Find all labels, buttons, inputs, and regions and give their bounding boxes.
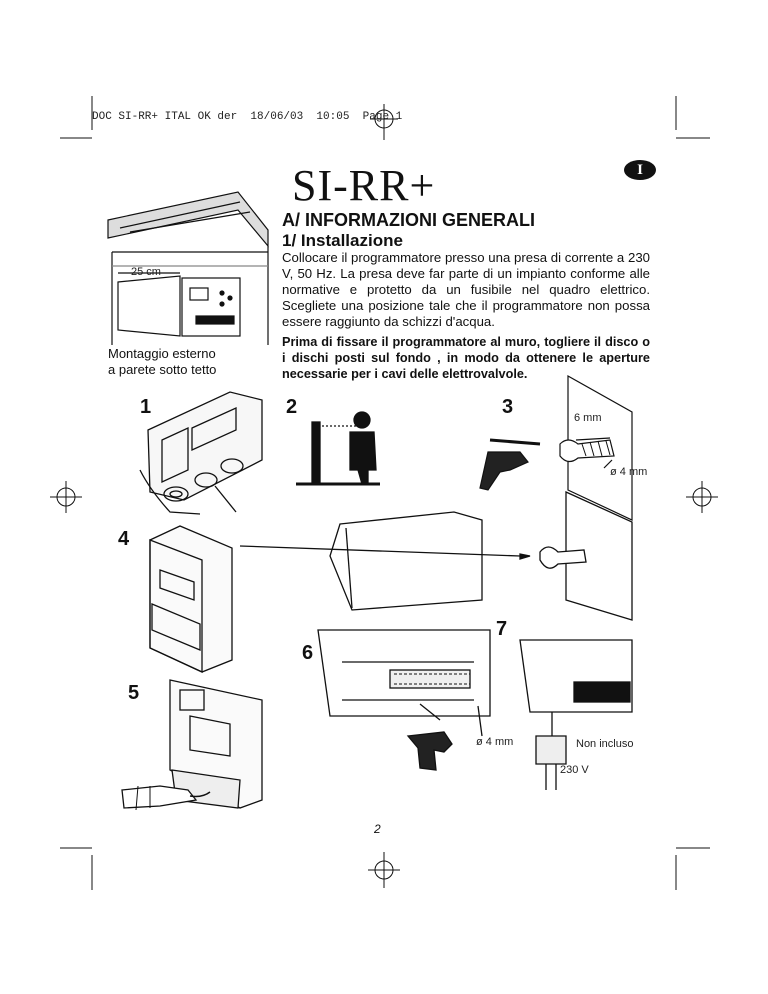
step-number-7: 7 bbox=[496, 618, 508, 640]
screw-gap-label: 6 mm bbox=[574, 412, 602, 424]
step-6-figure bbox=[317, 629, 491, 771]
step-number-3: 3 bbox=[502, 396, 514, 418]
page-number: 2 bbox=[374, 822, 381, 836]
crop-marks bbox=[60, 96, 710, 890]
width-label: 25 cm bbox=[131, 266, 161, 278]
wall-caption-line-1: Montaggio esterno bbox=[108, 346, 216, 361]
registration-mark-top bbox=[370, 104, 398, 140]
step-7-figure bbox=[519, 639, 633, 790]
wall-caption: Montaggio esterno a parete sotto tetto bbox=[108, 346, 216, 378]
step-2-figure bbox=[296, 411, 380, 486]
drill-size-label-step-3: ø 4 mm bbox=[610, 466, 648, 478]
installation-paragraph: Collocare il programmatore presso una pr… bbox=[282, 250, 650, 329]
step-number-1: 1 bbox=[140, 396, 152, 418]
drill-size-label-step-6: ø 4 mm bbox=[476, 736, 514, 748]
language-badge: I bbox=[624, 160, 656, 180]
step-number-6: 6 bbox=[302, 642, 314, 664]
not-included-label: Non incluso bbox=[576, 738, 634, 750]
step-number-2: 2 bbox=[286, 396, 298, 418]
section-title: A/ INFORMAZIONI GENERALI bbox=[282, 210, 535, 230]
step-3-figure bbox=[479, 374, 633, 521]
step-1-figure bbox=[139, 391, 263, 515]
voltage-label: 230 V bbox=[560, 764, 589, 776]
knockout-paragraph: Prima di fissare il programmatore al mur… bbox=[282, 335, 650, 381]
subsection-title: 1/ Installazione bbox=[282, 231, 403, 250]
wall-caption-line-2: a parete sotto tetto bbox=[108, 362, 217, 377]
registration-mark-bottom bbox=[368, 852, 400, 888]
document-title: SI-RR+ bbox=[292, 161, 436, 210]
wall-mount-figure bbox=[107, 191, 269, 345]
step-4-figure bbox=[149, 490, 633, 674]
step-number-4: 4 bbox=[118, 528, 130, 550]
registration-mark-right bbox=[686, 481, 718, 513]
registration-mark-left bbox=[50, 481, 82, 513]
print-slug: DOC SI-RR+ ITAL OK der 18/06/03 10:05 Pa… bbox=[92, 111, 403, 123]
step-5-figure bbox=[121, 679, 263, 811]
step-number-5: 5 bbox=[128, 682, 140, 704]
